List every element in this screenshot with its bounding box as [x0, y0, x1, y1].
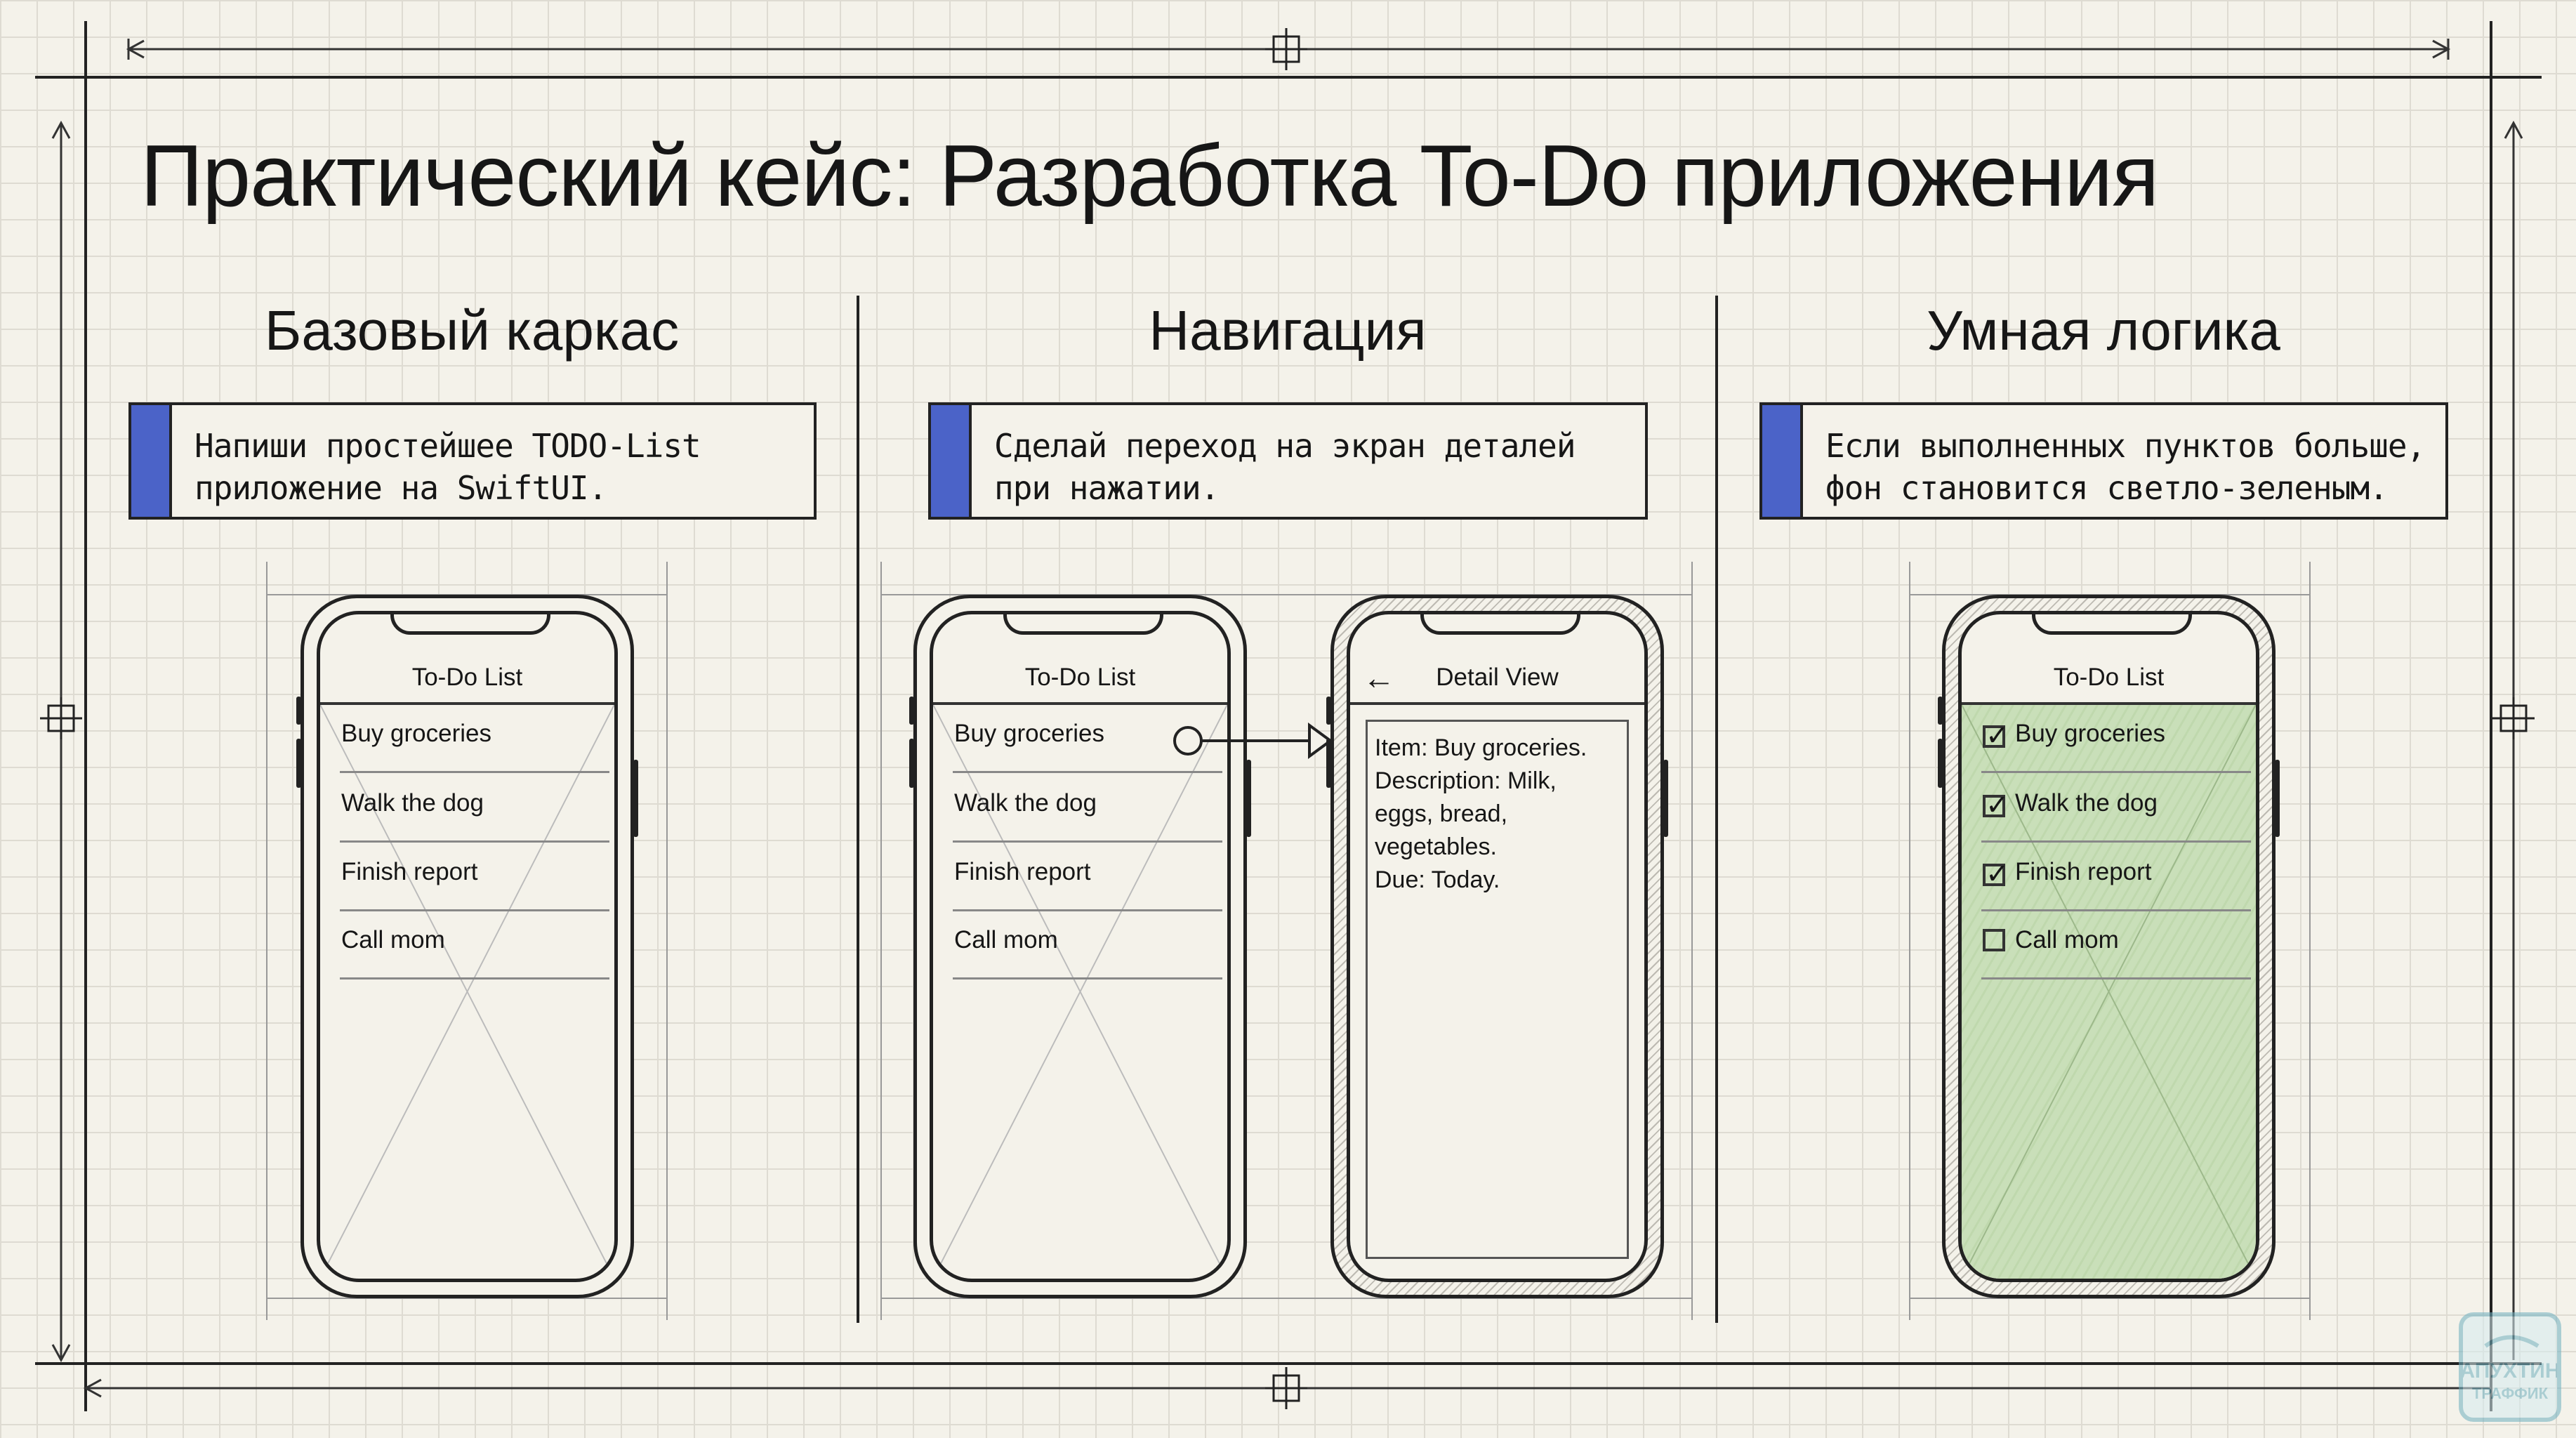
accent-bar — [131, 405, 172, 517]
list-item[interactable]: Call mom — [953, 912, 1222, 979]
list-item[interactable]: Call mom — [340, 912, 609, 979]
placeholder-cross — [320, 704, 614, 1279]
svg-text:ТРАФФИК: ТРАФФИК — [2472, 1385, 2549, 1402]
phone-wireframe-detail-view: ← Detail View Item: Buy groceries. Descri… — [1326, 595, 1668, 1298]
list-item[interactable]: Buy groceries — [953, 706, 1222, 773]
screen-title: To-Do List — [320, 649, 614, 705]
column-heading-basic: Базовый каркас — [264, 299, 680, 362]
list-item[interactable]: Finish report — [953, 844, 1222, 911]
column-heading-smart-logic: Умная логика — [1927, 299, 2280, 362]
list-item[interactable]: Buy groceries — [340, 706, 609, 773]
detail-content: Item: Buy groceries. Description: Milk, … — [1366, 720, 1629, 1259]
column-heading-navigation: Навигация — [1149, 299, 1427, 362]
list-item[interactable]: Walk the dog — [340, 775, 609, 843]
checkbox-empty-icon[interactable] — [1983, 929, 2005, 951]
screen-title: Detail View — [1436, 664, 1559, 691]
watermark-logo: АПУХТИН ТРАФФИК — [2459, 1312, 2561, 1422]
detail-line: Item: Buy groceries. — [1375, 734, 1587, 761]
arrow-left-icon[interactable]: ← — [1363, 659, 1395, 696]
checkbox-checked-icon[interactable]: ✓ — [1983, 860, 2009, 888]
detail-line: Due: Today. — [1375, 866, 1500, 893]
phone-wireframe-smart-list: To-Do List ✓Buy groceries ✓Walk the dog … — [1938, 595, 2280, 1298]
screen-title: To-Do List — [1962, 649, 2256, 705]
checkbox-checked-icon[interactable]: ✓ — [1983, 722, 2009, 750]
list-item-checked[interactable]: ✓Finish report — [1981, 844, 2251, 911]
list-item-unchecked[interactable]: Call mom — [1981, 912, 2251, 979]
list-item[interactable]: Walk the dog — [953, 775, 1222, 843]
list-item-checked[interactable]: ✓Walk the dog — [1981, 775, 2251, 843]
checkbox-checked-icon[interactable]: ✓ — [1983, 791, 2009, 819]
list-item[interactable]: Finish report — [340, 844, 609, 911]
phone-notch — [2032, 614, 2192, 635]
accent-bar — [1762, 405, 1803, 517]
navigation-arrow — [1173, 723, 1333, 759]
screen-header: ← Detail View — [1350, 649, 1644, 705]
svg-text:АПУХТИН: АПУХТИН — [2459, 1359, 2560, 1383]
phone-notch — [390, 614, 550, 635]
phone-notch — [1420, 614, 1580, 635]
task-text: Напиши простейшее TODO-List приложение н… — [194, 427, 701, 507]
task-box-basic: Напиши простейшее TODO-List приложение н… — [128, 402, 817, 520]
detail-line: vegetables. — [1375, 833, 1497, 860]
placeholder-cross — [1962, 704, 2256, 1279]
list-item-checked[interactable]: ✓Buy groceries — [1981, 706, 2251, 773]
task-box-smart-logic: Если выполненных пунктов больше, фон ста… — [1759, 402, 2448, 520]
crosshair-markers — [40, 28, 2535, 1409]
phone-wireframe-todo-list: To-Do List Buy groceries Walk the dog Fi… — [296, 595, 638, 1298]
task-text: Сделай переход на экран деталей при нажа… — [994, 427, 1576, 507]
placeholder-cross — [933, 704, 1227, 1279]
detail-line: eggs, bread, — [1375, 800, 1508, 827]
screen-title: To-Do List — [933, 649, 1227, 705]
phone-wireframe-todo-list-nav: To-Do List Buy groceries Walk the dog Fi… — [909, 595, 1251, 1298]
task-text: Если выполненных пунктов больше, фон ста… — [1825, 427, 2426, 507]
task-box-navigation: Сделай переход на экран деталей при нажа… — [928, 402, 1648, 520]
page-title: Практический кейс: Разработка To-Do прил… — [140, 128, 2159, 225]
phone-notch — [1003, 614, 1163, 635]
accent-bar — [931, 405, 972, 517]
detail-line: Description: Milk, — [1375, 767, 1557, 794]
